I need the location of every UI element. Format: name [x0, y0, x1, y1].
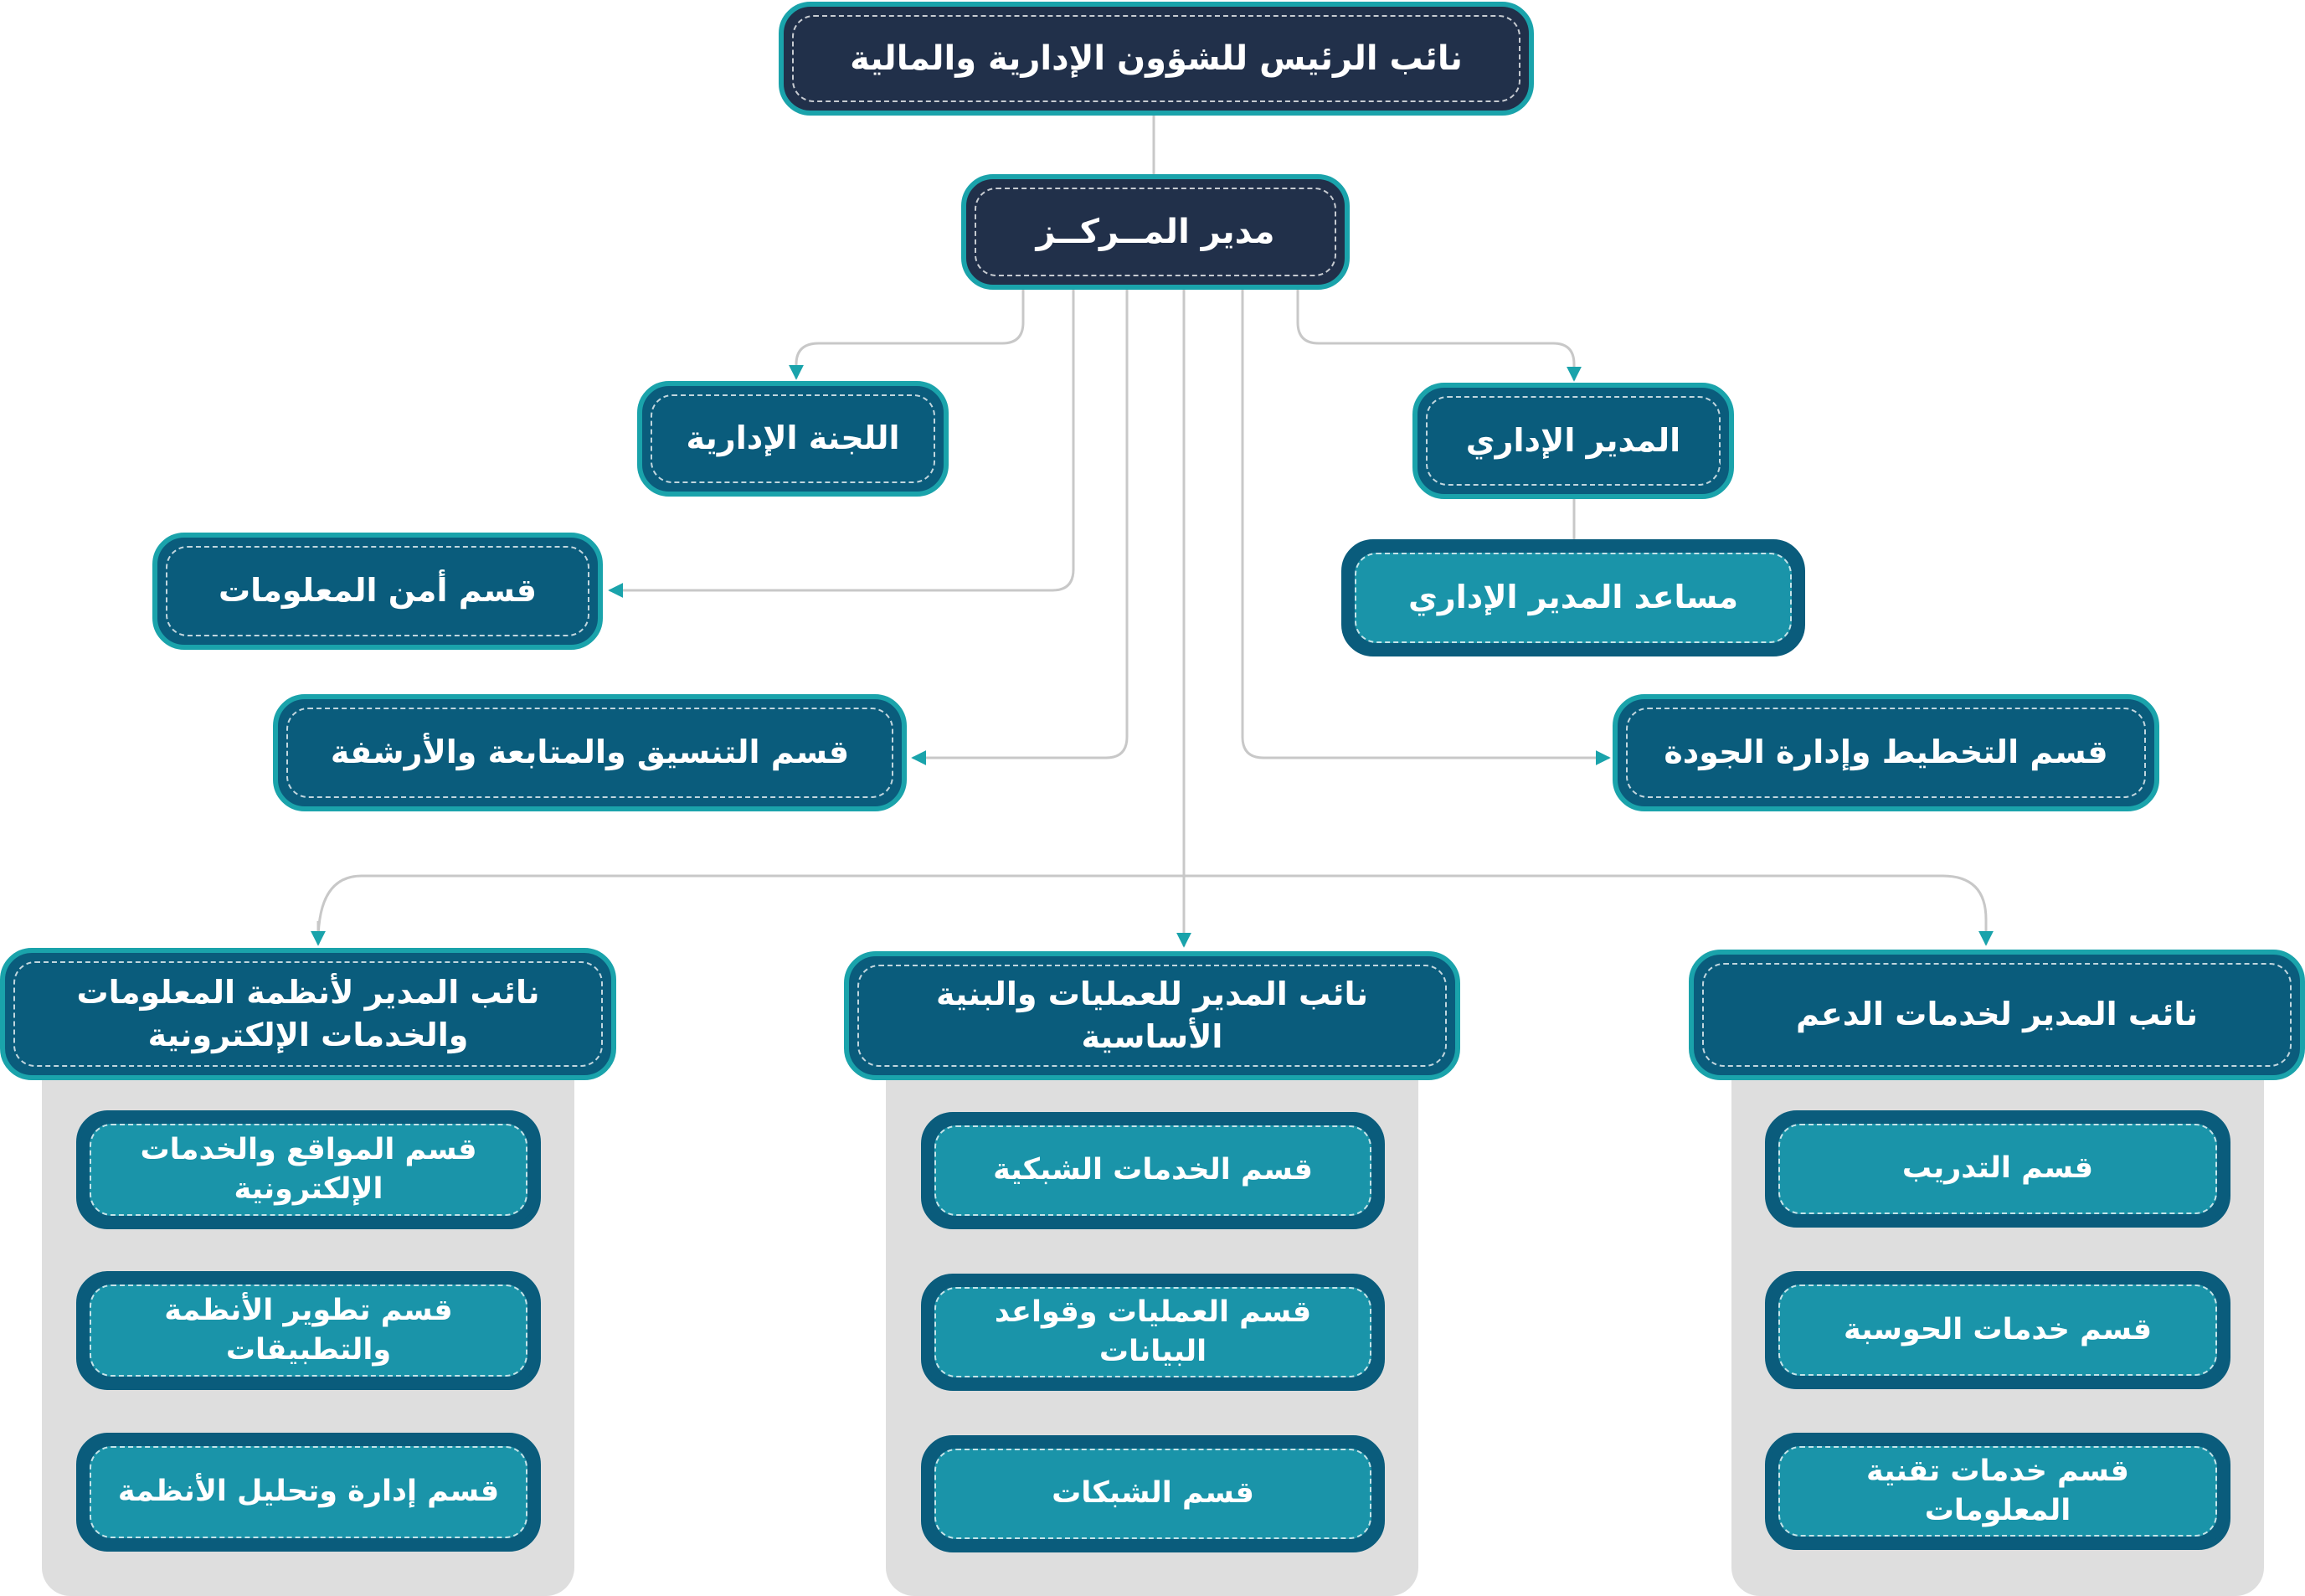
department-operations-databases-label: قسم العمليات وقواعد البيانات	[934, 1287, 1371, 1377]
admin-committee-box: اللجنة الإدارية	[637, 381, 949, 497]
department-networks-label: قسم الشبكات	[934, 1449, 1371, 1539]
department-systems-analysis-box: قسم إدارة وتحليل الأنظمة	[76, 1433, 541, 1552]
department-training-box: قسم التدريب	[1765, 1110, 2230, 1228]
planning-quality-label: قسم التخطيط وإدارة الجودة	[1626, 708, 2146, 798]
connector-info-security	[608, 290, 1075, 598]
department-systems-development-label: قسم تطوير الأنظمة والتطبيقات	[90, 1285, 527, 1377]
admin-manager-box: المدير الإداري	[1412, 383, 1734, 499]
department-network-services-label: قسم الخدمات الشبكية	[934, 1125, 1371, 1216]
center-director-box: مدير المــركــز	[961, 174, 1350, 290]
vice-president-title: نائب الرئيس للشؤون الإدارية والمالية	[792, 15, 1520, 102]
center-director-title: مدير المــركــز	[975, 188, 1336, 276]
department-systems-analysis-label: قسم إدارة وتحليل الأنظمة	[90, 1446, 527, 1538]
department-websites-eservices-box: قسم المواقع والخدمات الإلكترونية	[76, 1110, 541, 1229]
admin-manager-label: المدير الإداري	[1426, 396, 1721, 486]
department-networks-box: قسم الشبكات	[921, 1435, 1385, 1552]
department-training-label: قسم التدريب	[1778, 1124, 2217, 1214]
connector-admin-manager	[1296, 290, 1582, 382]
connector-bus	[316, 874, 1994, 946]
deputy-info-systems-box: نائب المدير لأنظمة المعلومات والخدمات ال…	[0, 948, 616, 1080]
admin-committee-label: اللجنة الإدارية	[651, 394, 935, 483]
connector-coordination	[911, 290, 1129, 765]
deputy-support-services-title: نائب المدير لخدمات الدعم	[1702, 963, 2292, 1067]
connector-admin-committee	[789, 290, 1025, 380]
info-security-box: قسم أمن المعلومات	[152, 533, 603, 650]
deputy-support-services-box: نائب المدير لخدمات الدعم	[1689, 950, 2305, 1080]
department-websites-eservices-label: قسم المواقع والخدمات الإلكترونية	[90, 1124, 527, 1216]
vice-president-box: نائب الرئيس للشؤون الإدارية والمالية	[779, 2, 1534, 116]
assistant-admin-manager-label: مساعد المدير الإداري	[1355, 553, 1792, 643]
department-it-services-box: قسم خدمات تقنية المعلومات	[1765, 1433, 2230, 1550]
assistant-admin-manager-box: مساعد المدير الإداري	[1341, 539, 1805, 656]
department-computing-box: قسم خدمات الحوسبة	[1765, 1271, 2230, 1389]
deputy-operations-title: نائب المدير للعمليات والبنية الأساسية	[857, 965, 1447, 1067]
coordination-box: قسم التنسيق والمتابعة والأرشفة	[273, 694, 907, 811]
planning-quality-box: قسم التخطيط وإدارة الجودة	[1613, 694, 2159, 811]
department-it-services-label: قسم خدمات تقنية المعلومات	[1778, 1446, 2217, 1537]
info-security-label: قسم أمن المعلومات	[166, 546, 589, 636]
deputy-info-systems-title: نائب المدير لأنظمة المعلومات والخدمات ال…	[13, 961, 603, 1067]
coordination-label: قسم التنسيق والمتابعة والأرشفة	[286, 708, 893, 798]
department-operations-databases-box: قسم العمليات وقواعد البيانات	[921, 1274, 1385, 1391]
department-computing-label: قسم خدمات الحوسبة	[1778, 1285, 2217, 1376]
department-network-services-box: قسم الخدمات الشبكية	[921, 1112, 1385, 1229]
department-systems-development-box: قسم تطوير الأنظمة والتطبيقات	[76, 1271, 541, 1390]
connector-planning	[1241, 290, 1611, 765]
deputy-operations-box: نائب المدير للعمليات والبنية الأساسية	[844, 951, 1460, 1080]
